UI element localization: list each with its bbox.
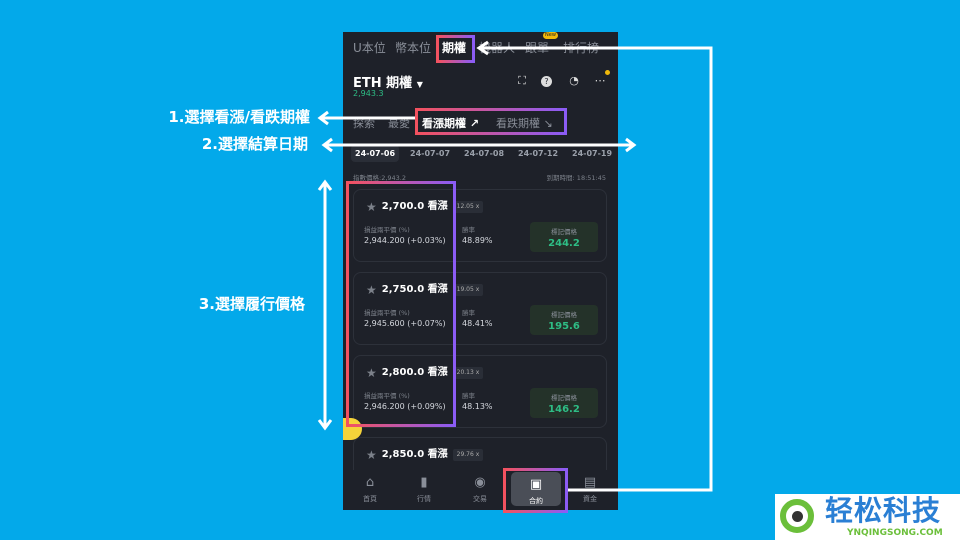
date-chip[interactable]: 24-07-07	[410, 149, 451, 158]
mark-value: 146.2	[548, 404, 580, 415]
caret-down-icon: ▼	[416, 80, 423, 89]
win-rate-label: 勝率	[462, 309, 475, 317]
nav-label: 交易	[473, 495, 487, 503]
strike-price: 2,850.0 看漲	[381, 449, 448, 460]
date-chip[interactable]: 24-07-19	[572, 149, 613, 158]
leverage-badge: 29.76 x	[452, 449, 484, 461]
new-badge: New	[543, 32, 558, 39]
arrow-step1-head	[317, 110, 329, 126]
help-icon[interactable]: ?	[541, 76, 552, 87]
wallet-icon: ▤	[583, 475, 597, 490]
highlight-contracts-nav	[503, 468, 568, 513]
page-title[interactable]: ETH 期權 ▼	[353, 72, 423, 91]
trade-icon: ◉	[474, 475, 486, 490]
win-rate-label: 勝率	[462, 226, 475, 234]
nav-home[interactable]: ⌂ 首頁	[345, 470, 395, 504]
filter-explore[interactable]: 探索	[353, 117, 375, 130]
nav-label: 行情	[417, 495, 431, 503]
notification-dot	[605, 70, 610, 75]
win-rate-value: 48.41%	[462, 319, 493, 328]
highlight-strike-column	[346, 181, 456, 427]
highlight-call-put	[415, 108, 567, 135]
logo-eye-icon	[780, 499, 814, 533]
expiry-time: 到期時間: 18:51:45	[546, 174, 606, 182]
win-rate-value: 48.89%	[462, 236, 493, 245]
connector-arrow-head	[476, 40, 489, 56]
home-icon: ⌂	[365, 475, 375, 490]
leverage-badge: 19.05 x	[452, 284, 484, 296]
mark-price-button[interactable]: 標記價格 195.6	[530, 305, 598, 335]
annotation-step1: 1.選擇看漲/看跌期權	[168, 108, 310, 126]
mark-label: 標記價格	[551, 228, 577, 236]
annotation-step3: 3.選擇履行價格	[198, 295, 305, 313]
nav-label: 首頁	[363, 495, 377, 503]
scan-icon[interactable]: ⛶	[518, 74, 526, 87]
mark-label: 標記價格	[551, 394, 577, 402]
date-chip[interactable]: 24-07-12	[518, 149, 559, 158]
mark-value: 195.6	[548, 321, 580, 332]
arrow-step3-head-bottom	[317, 419, 333, 431]
logo-url: YNQINGSONG.COM	[847, 528, 943, 538]
nav-trade[interactable]: ◉ 交易	[455, 470, 505, 504]
more-icon[interactable]: ⋯	[594, 74, 606, 87]
leverage-badge: 20.13 x	[452, 367, 484, 379]
nav-markets[interactable]: ▮ 行情	[399, 470, 449, 504]
eth-price: 2,943.3	[353, 89, 384, 98]
mark-price-button[interactable]: 標記價格 244.2	[530, 222, 598, 252]
mark-value: 244.2	[548, 238, 580, 249]
leverage-badge: 12.05 x	[452, 201, 484, 213]
mark-label: 標記價格	[551, 311, 577, 319]
arrow-step3-head-top	[317, 179, 333, 191]
date-chip[interactable]: 24-07-08	[464, 149, 505, 158]
tab-coin[interactable]: 幣本位	[395, 41, 432, 55]
connector-arrow	[480, 46, 713, 492]
history-icon[interactable]: ◔	[569, 74, 579, 87]
title-text: ETH 期權	[353, 76, 413, 91]
arrow-step2-head-left	[321, 137, 333, 153]
win-rate-value: 48.13%	[462, 402, 493, 411]
nav-label: 資金	[583, 495, 597, 503]
tab-usdt[interactable]: U本位	[353, 41, 386, 55]
highlight-options-tab	[436, 35, 475, 63]
nav-wallet[interactable]: ▤ 資金	[565, 470, 615, 504]
arrow-step2-head-right	[625, 137, 637, 153]
filter-favorites[interactable]: 最愛	[388, 117, 410, 130]
date-chip[interactable]: 24-07-06	[351, 145, 400, 162]
card-header: ★ 2,850.0 看漲 29.76 x	[366, 448, 484, 462]
index-price: 指數價格:2,943.2	[353, 174, 406, 182]
star-icon[interactable]: ★	[366, 448, 377, 462]
annotation-step2: 2.選擇結算日期	[201, 135, 308, 153]
logo: 轻松科技 YNQINGSONG.COM	[775, 494, 960, 540]
logo-text: 轻松科技	[825, 494, 942, 527]
chart-icon: ▮	[420, 475, 428, 490]
mark-price-button[interactable]: 標記價格 146.2	[530, 388, 598, 418]
win-rate-label: 勝率	[462, 392, 475, 400]
